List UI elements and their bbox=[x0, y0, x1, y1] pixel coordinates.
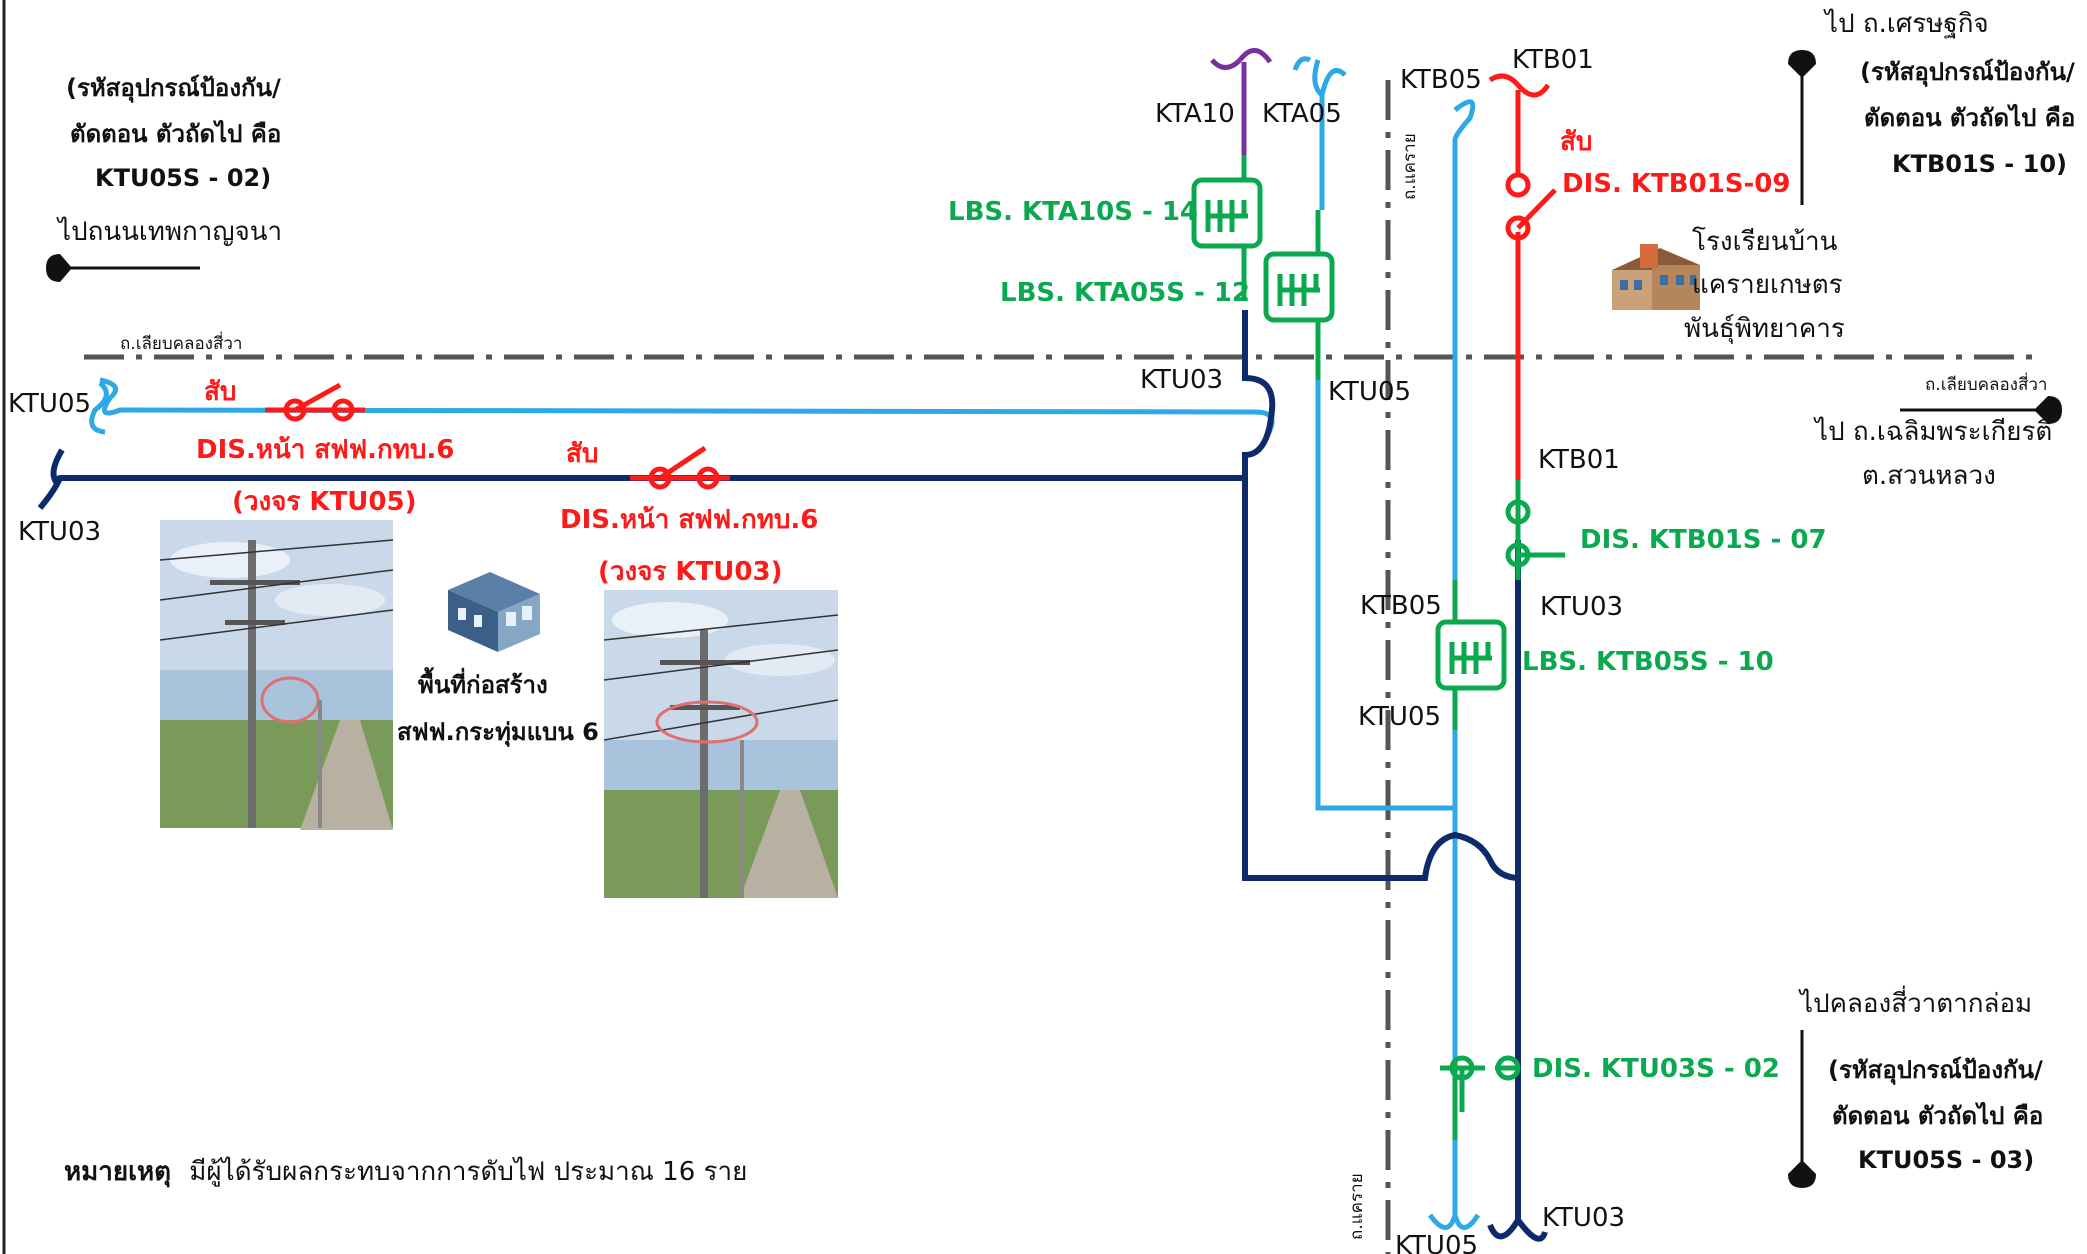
lbs-kta10-switch[interactable] bbox=[1191, 177, 1263, 249]
school-icon bbox=[1612, 244, 1700, 310]
label-dis-ktb01-09-state: สับ bbox=[1560, 127, 1592, 157]
label-kta05: KTA05 bbox=[1262, 99, 1342, 129]
school-label-3: พันธุ์พิทยาคาร bbox=[1684, 314, 1845, 344]
school-label-2: แคราย​เกษตร bbox=[1692, 270, 1843, 300]
building-icon bbox=[448, 572, 540, 652]
label-ktu05-lower: KTU05 bbox=[1358, 702, 1441, 732]
note-top-right-1: (รหัสอุปกรณ์ป้องกัน/ bbox=[1860, 58, 2075, 88]
label-ktb05-mid: KTB05 bbox=[1360, 591, 1442, 621]
label-lbs-kta05: LBS. KTA05S - 12 bbox=[1000, 278, 1250, 308]
road-label-right: ถ.เลียบคลองสี่วา bbox=[1925, 372, 2047, 395]
construction-label-2: สฟฟ.กระทุ่มแบน 6 bbox=[397, 718, 599, 748]
arrow-left-label: ไปถนนเทพกาญจนา bbox=[56, 216, 282, 247]
label-ktu05-mid: KTU05 bbox=[1328, 377, 1411, 407]
label-lbs-ktb05: LBS. KTB05S - 10 bbox=[1522, 647, 1774, 677]
note-top-right-3: KTB01S - 10) bbox=[1892, 150, 2067, 178]
dis-front-1-switch[interactable] bbox=[265, 382, 365, 422]
label-dis-front-2-circuit: (วงจร KTU03) bbox=[598, 557, 783, 587]
dis-front-2-switch[interactable] bbox=[630, 445, 730, 490]
label-ktb01-top: KTB01 bbox=[1512, 45, 1594, 75]
note-top-left-3: KTU05S - 02) bbox=[95, 164, 271, 192]
label-ktu03-left: KTU03 bbox=[18, 517, 101, 547]
kta10-stub bbox=[1210, 48, 1273, 155]
ktb01-circuit bbox=[1488, 73, 1551, 480]
road-label-top: ถ.เลียบคลองสี่วา bbox=[120, 331, 242, 354]
note-top-left-1: (รหัสอุปกรณ์ป้องกัน/ bbox=[66, 74, 281, 104]
label-kta10: KTA10 bbox=[1155, 99, 1235, 129]
road-label-vertical-bottom: ถ.แคราย bbox=[1347, 1173, 1367, 1240]
label-ktu05-left: KTU05 bbox=[8, 389, 91, 419]
label-dis-front-2-state: สับ bbox=[566, 439, 598, 469]
ktu05-circuit bbox=[99, 56, 1481, 1230]
arrow-top-right bbox=[1788, 50, 1816, 205]
arrow-top-right-label: ไป ถ.เศรษฐกิจ bbox=[1823, 8, 1989, 39]
construction-label-1: พื้นที่ก่อสร้าง bbox=[418, 666, 548, 699]
dis-ktb01-09-switch[interactable] bbox=[1505, 172, 1557, 241]
note-top-right-2: ตัดตอน ตัวถัดไป คือ bbox=[1864, 103, 2075, 132]
lbs-kta05-switch[interactable] bbox=[1263, 251, 1335, 323]
arrow-right-label-2: ต.สวนหลวง bbox=[1862, 461, 1996, 491]
label-dis-front-1: DIS.หน้า สฟฟ.กทบ.6 bbox=[196, 435, 454, 465]
footnote-label: หมายเหตุ bbox=[64, 1157, 171, 1188]
label-dis-ktb01-07: DIS. KTB01S - 07 bbox=[1580, 525, 1827, 555]
footnote: หมายเหตุ มีผู้ได้รับผลกระทบจากการดับไฟ ป… bbox=[64, 1156, 747, 1188]
note-bottom-right-3: KTU05S - 03) bbox=[1858, 1146, 2034, 1174]
arrow-bottom-right-label: ไปคลองสี่วาตากล่อม bbox=[1798, 985, 2032, 1019]
label-dis-ktu03-02: DIS. KTU03S - 02 bbox=[1532, 1054, 1780, 1084]
footnote-text: มีผู้ได้รับผลกระทบจากการดับไฟ ประมาณ 16 … bbox=[189, 1156, 747, 1187]
label-ktu05-bottom: KTU05 bbox=[1395, 1231, 1478, 1254]
note-bottom-right-1: (รหัสอุปกรณ์ป้องกัน/ bbox=[1828, 1056, 2043, 1086]
label-ktb05-top: KTB05 bbox=[1400, 65, 1482, 95]
label-dis-front-2: DIS.หน้า สฟฟ.กทบ.6 bbox=[560, 505, 818, 535]
road-label-vertical-top: ถ.แคราย bbox=[1400, 133, 1420, 200]
dis-ktb01-07-switch[interactable] bbox=[1505, 499, 1565, 568]
lbs-ktb05-switch[interactable] bbox=[1435, 619, 1507, 691]
note-bottom-right-2: ตัดตอน ตัวถัดไป คือ bbox=[1832, 1101, 2043, 1130]
note-top-left-2: ตัดตอน ตัวถัดไป คือ bbox=[70, 119, 281, 148]
arrow-left bbox=[46, 254, 200, 282]
arrow-right bbox=[1900, 396, 2062, 424]
label-ktu03-right: KTU03 bbox=[1540, 592, 1623, 622]
label-lbs-kta10: LBS. KTA10S - 14 bbox=[948, 197, 1198, 227]
label-ktu03-mid: KTU03 bbox=[1140, 365, 1223, 395]
ktu03-circuit bbox=[37, 310, 1548, 1242]
site-photo-ktu03 bbox=[603, 590, 839, 898]
label-dis-front-1-circuit: (วงจร KTU05) bbox=[232, 487, 417, 517]
label-ktb01-mid: KTB01 bbox=[1538, 445, 1620, 475]
school-label-1: โรงเรียนบ้าน bbox=[1692, 226, 1838, 257]
site-photo-ktu05 bbox=[159, 520, 394, 830]
label-dis-front-1-state: สับ bbox=[204, 377, 236, 407]
dis-ktu03-02-switch[interactable] bbox=[1440, 1055, 1521, 1112]
arrow-right-label-1: ไป ถ.เฉลิมพระเกียรติ bbox=[1813, 416, 2052, 447]
label-dis-ktb01-09: DIS. KTB01S-09 bbox=[1562, 169, 1791, 199]
arrow-bottom-right bbox=[1788, 1030, 1816, 1188]
ktu05-stub-left bbox=[89, 381, 109, 435]
label-ktu03-bottom: KTU03 bbox=[1542, 1203, 1625, 1233]
